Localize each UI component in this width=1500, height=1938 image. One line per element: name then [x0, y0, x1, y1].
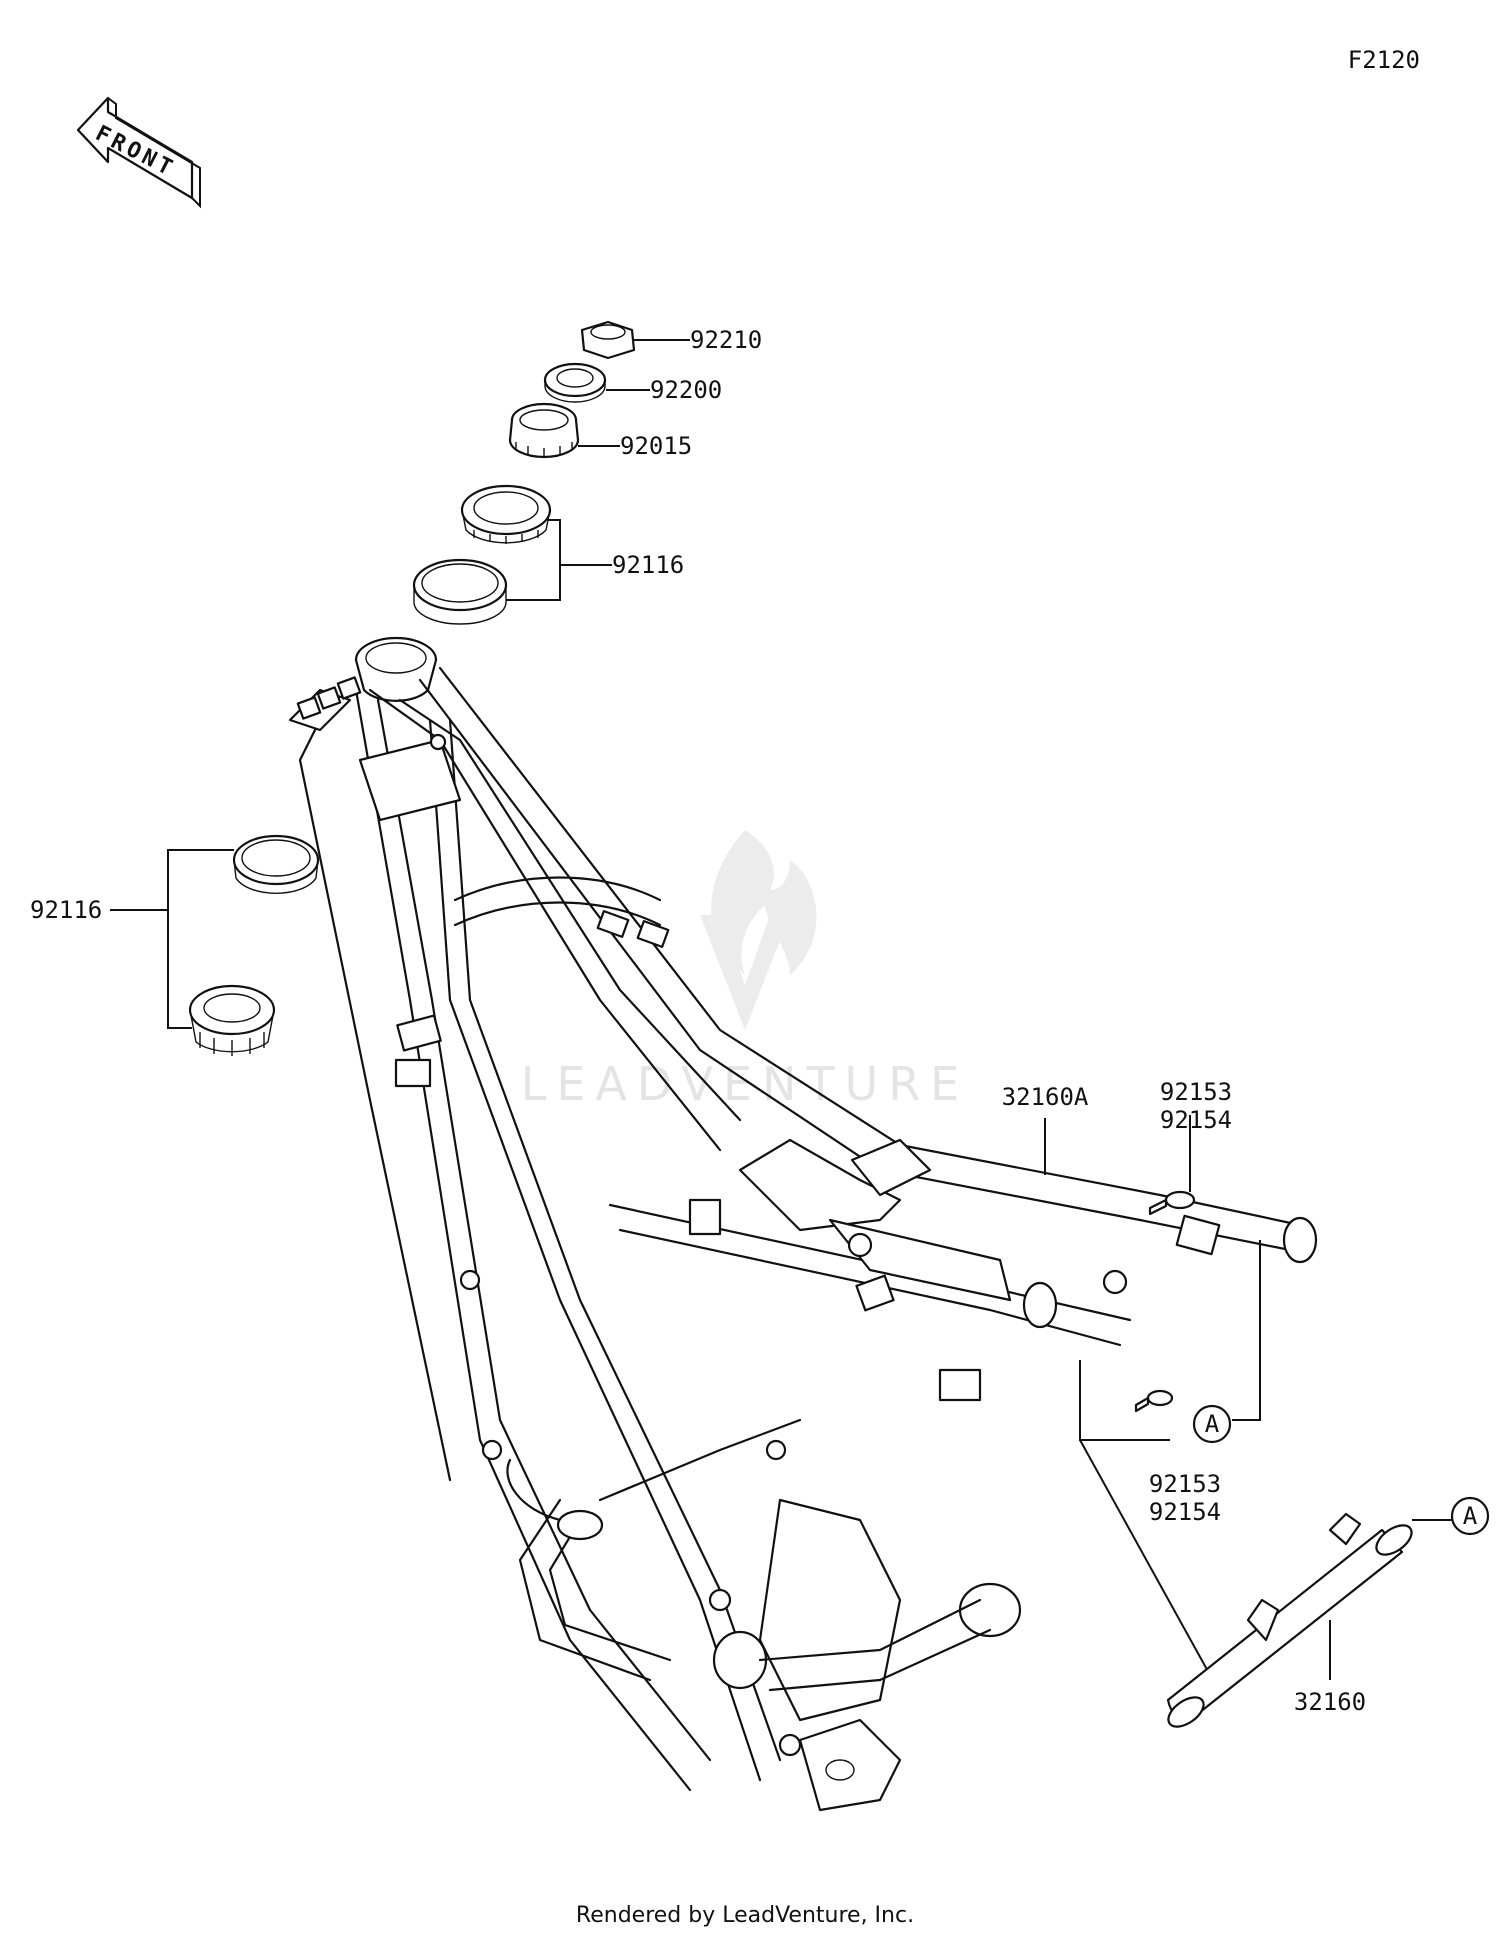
lower-race: [232, 834, 320, 894]
stem-locknut: [508, 402, 580, 459]
label-92210: 92210: [690, 326, 762, 354]
lower-bearing: [188, 984, 276, 1056]
label-32160A: 32160A: [1002, 1083, 1089, 1111]
front-arrow-icon: FRONT: [76, 96, 201, 209]
watermark-text: LEADVENTURE: [521, 1057, 970, 1111]
label-92154-upper: 92154: [1160, 1106, 1232, 1134]
leadventure-flame-icon: [711, 830, 817, 975]
bolt-lower: [1134, 1389, 1174, 1413]
label-32160: 32160: [1294, 1688, 1366, 1716]
label-92153-upper: 92153: [1160, 1078, 1232, 1106]
label-92116-left: 92116: [30, 896, 102, 924]
upper-bearing: [460, 484, 552, 544]
washer: [543, 362, 607, 403]
upper-race: [412, 558, 508, 625]
label-92015: 92015: [620, 432, 692, 460]
diagram-code: F2120: [1348, 46, 1420, 74]
watermark: LEADVENTURE: [521, 830, 970, 1111]
main-frame: [288, 636, 1318, 1812]
bolt-upper: [1148, 1190, 1196, 1216]
label-92116-upper: 92116: [612, 551, 684, 579]
ref-a-frame: A: [1205, 1410, 1220, 1438]
ref-a-brace: A: [1463, 1502, 1478, 1530]
label-92154-lower: 92154: [1149, 1498, 1221, 1526]
steering-stem-nut: [580, 320, 636, 360]
label-92200: 92200: [650, 376, 722, 404]
label-92153-lower: 92153: [1149, 1470, 1221, 1498]
footer-credit: Rendered by LeadVenture, Inc.: [576, 1903, 914, 1928]
frame-brace-32160: [1166, 1512, 1413, 1728]
